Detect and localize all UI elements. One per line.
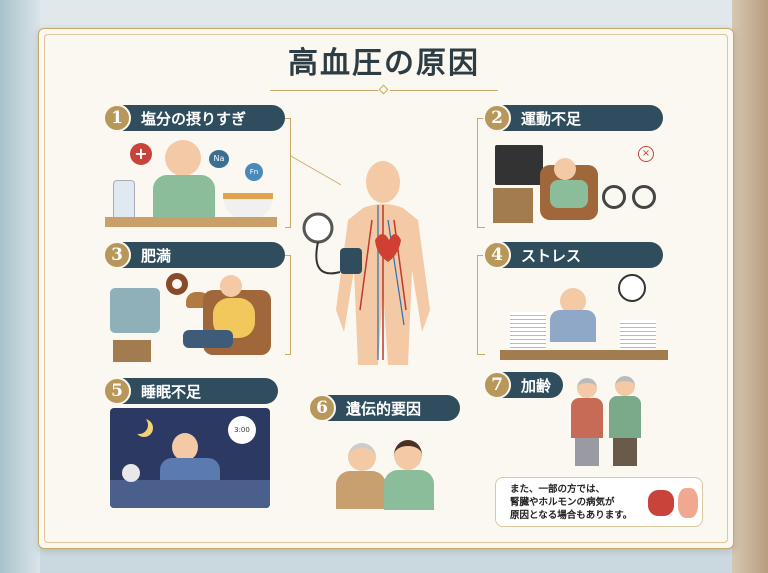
molecule-icon: Fn [245,163,263,181]
thyroid-icon [678,488,698,518]
cause-label: 睡眠不足 [141,382,202,401]
number-badge: 2 [483,104,511,132]
note-line: 原因となる場合もあります。 [510,510,633,521]
note-line: また、一部の方では、 [510,484,606,495]
sodium-icon: Na [209,150,229,168]
cause-label: ストレス [521,246,582,265]
number-badge: 4 [483,241,511,269]
title-divider [390,90,498,91]
cause-5-lack-of-sleep: 5 睡眠不足 [103,377,278,405]
number-badge: 7 [483,371,511,399]
cause-label: 塩分の摂りすぎ [141,109,247,128]
title-divider [270,90,378,91]
cause-3-obesity: 3 肥満 [103,241,285,269]
background-left [0,0,40,573]
cause-1-salt: 1 塩分の摂りすぎ [103,104,285,132]
human-body-illustration [302,161,430,365]
cause-label: 運動不足 [521,109,582,128]
salt-illustration: + Na Fn [105,135,277,230]
cause-4-stress: 4 ストレス [483,241,663,269]
connector [285,118,291,228]
background-right [732,0,768,573]
cause-2-lack-of-exercise: 2 運動不足 [483,104,663,132]
connector [477,118,485,228]
connector [285,255,291,355]
number-badge: 3 [103,241,131,269]
number-badge: 5 [103,377,131,405]
cause-label: 加齢 [521,376,552,395]
number-badge: 6 [308,394,336,422]
page-title: 高血圧の原因 [288,46,480,81]
sleep-illustration: 3:00 [110,408,270,508]
cause-label: 遺伝的要因 [346,399,422,418]
cause-label: 肥満 [141,246,172,265]
connector [477,255,485,355]
cause-7-aging: 7 加齢 [483,371,563,399]
stress-illustration [500,270,668,360]
aging-illustration [565,372,655,468]
clock-display: 3:00 [228,416,256,444]
note-line: 腎臓やホルモンの病気が [510,497,615,508]
note-box: また、一部の方では、 腎臓やホルモンの病気が 原因となる場合もあります。 [495,477,703,527]
genetics-illustration [318,425,456,510]
cause-6-genetics: 6 遺伝的要因 [308,394,460,422]
exercise-illustration: × [490,140,665,230]
number-badge: 1 [103,104,131,132]
kidney-icon [648,490,674,516]
obesity-illustration [108,270,276,365]
